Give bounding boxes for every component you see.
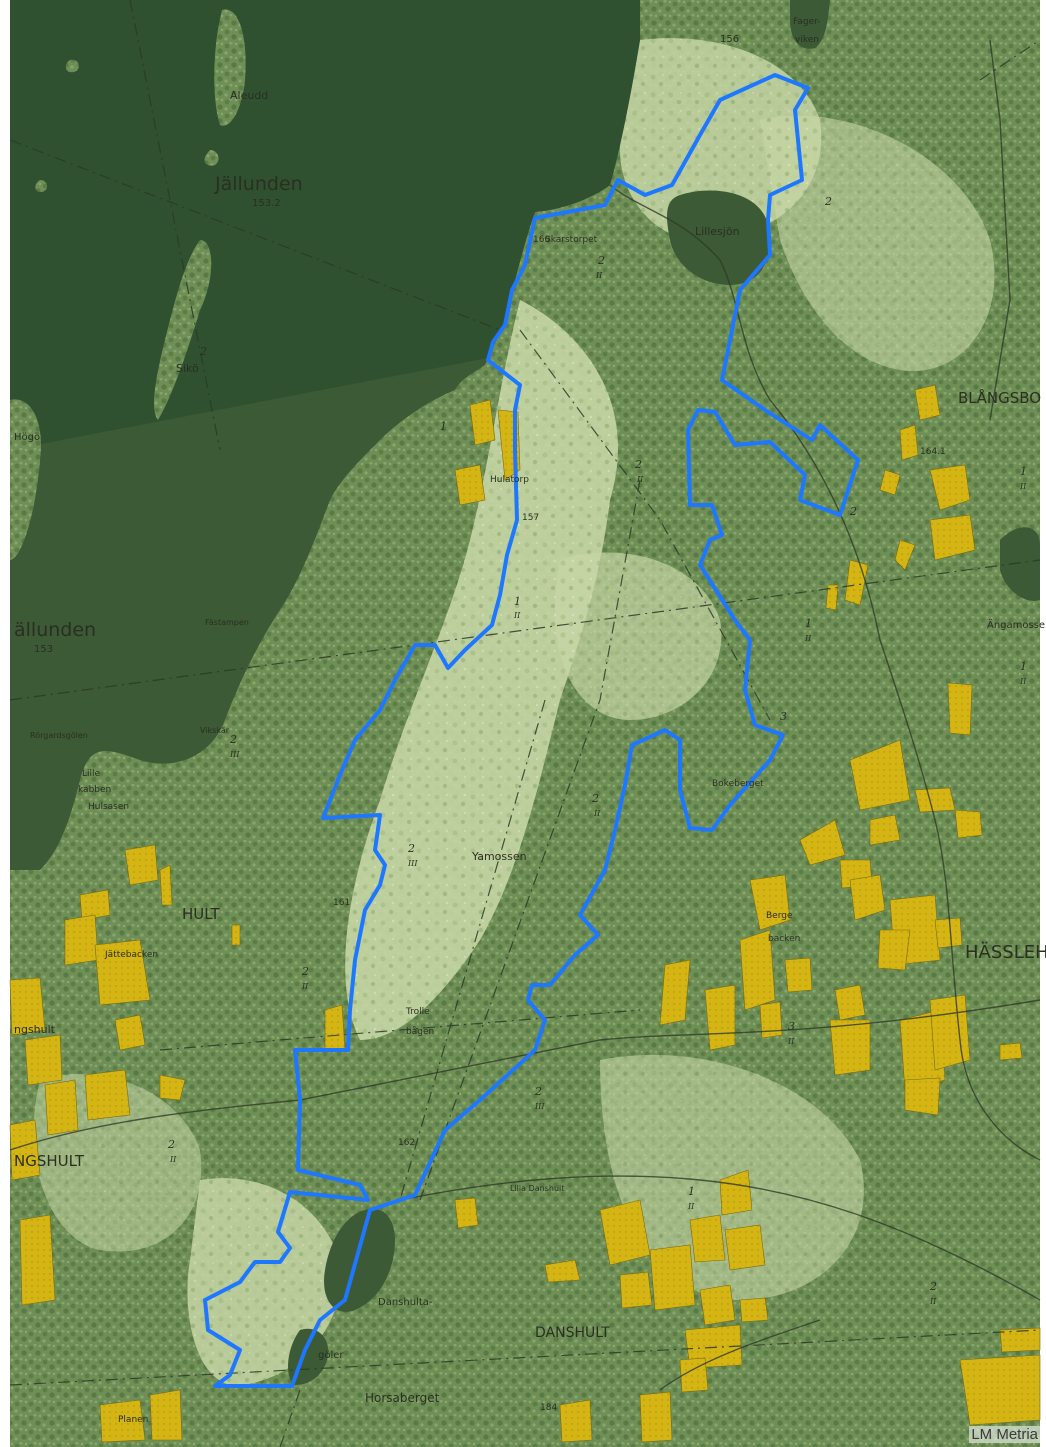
map-labels: Jällunden 153.2 ällunden 153 Aleudd Sikö… bbox=[14, 17, 1046, 1425]
label-lille-kabben-2: kabben bbox=[78, 785, 111, 795]
label-elev-161: 161 bbox=[333, 898, 350, 908]
label-fagerviken-2: viken bbox=[795, 35, 819, 45]
label-fastampen: Fästampen bbox=[205, 618, 249, 627]
class-mark-11: 1 bbox=[805, 617, 812, 630]
class-mark-14: 1 bbox=[688, 1185, 695, 1198]
class-mark-9b: II bbox=[169, 1155, 177, 1164]
label-skarstorpet: Skarstorpet bbox=[545, 235, 598, 245]
class-mark-15b: II bbox=[929, 1297, 937, 1306]
class-mark-12b: II bbox=[1019, 677, 1027, 686]
open-land-east bbox=[760, 115, 995, 372]
classification-marks: 2 II 2 II 1 II 2 III 2 III 2 II 2 III 2 … bbox=[167, 195, 1027, 1306]
class-mark-10b: II bbox=[1019, 482, 1027, 491]
label-horsaberget: Horsaberget bbox=[365, 1391, 440, 1405]
class-mark-8b: II bbox=[301, 982, 309, 991]
label-hulsasen: Hulsasen bbox=[88, 802, 129, 812]
label-berget: Berge bbox=[766, 911, 793, 921]
label-aleudd: Aleudd bbox=[230, 89, 268, 102]
label-trollebagen-1: Trolle bbox=[405, 1007, 430, 1017]
field-group bbox=[9, 384, 1041, 1443]
label-lilla-danshult: Lilla Danshult bbox=[510, 1184, 564, 1193]
label-hogo: Högö bbox=[14, 432, 40, 443]
class-mark-6b: II bbox=[593, 809, 601, 818]
class-mark-12: 1 bbox=[1020, 660, 1027, 673]
label-elev-157: 157 bbox=[522, 513, 539, 523]
label-elev-156: 156 bbox=[720, 34, 739, 45]
study-area-boundary[interactable] bbox=[203, 73, 860, 1388]
label-jattebacken: Jättebacken bbox=[104, 950, 158, 960]
label-danshulta: Danshulta- bbox=[378, 1297, 433, 1308]
label-elev-162: 162 bbox=[398, 1138, 415, 1148]
class-mark-2: 2 bbox=[634, 458, 642, 471]
class-mark-6: 2 bbox=[591, 792, 599, 805]
open-land-mid bbox=[554, 552, 722, 720]
class-mark-2b: II bbox=[636, 475, 644, 484]
open-land-yamossen bbox=[345, 300, 618, 1040]
roads bbox=[9, 39, 1041, 1391]
label-lake-jallunden-west-elev: 153 bbox=[34, 644, 53, 655]
label-elev-160: 160 bbox=[533, 235, 550, 245]
label-backen: backen bbox=[768, 934, 800, 944]
label-danshult: DANSHULT bbox=[535, 1325, 610, 1341]
label-lake-jallunden-elev: 153.2 bbox=[252, 198, 281, 209]
island-hogo bbox=[10, 399, 41, 560]
label-lake-jallunden: Jällunden bbox=[214, 173, 303, 195]
label-lille-kabben-1: Lille bbox=[82, 769, 101, 779]
label-yamossen: Yamossen bbox=[471, 850, 527, 863]
label-ngshult-upper: ngshult bbox=[14, 1023, 56, 1036]
class-mark-16: 1 bbox=[440, 420, 447, 433]
label-ngshult-lower: NGSHULT bbox=[14, 1152, 85, 1170]
class-mark-8: 2 bbox=[301, 965, 309, 978]
island-aleudd bbox=[214, 9, 246, 126]
class-mark-7b: III bbox=[534, 1102, 545, 1111]
class-mark-18: 2 bbox=[849, 505, 857, 518]
class-mark-4: 2 bbox=[229, 733, 237, 746]
class-mark-13: 3 bbox=[788, 1020, 795, 1033]
lake-east bbox=[1000, 527, 1040, 601]
label-hulatorp: Hulatorp bbox=[490, 475, 529, 485]
label-rorgardsgoln: Rörgardsgölen bbox=[30, 731, 88, 740]
class-mark-15: 2 bbox=[929, 1280, 937, 1293]
lake-lillesjon bbox=[667, 190, 770, 285]
label-vikskar: Vikskär bbox=[200, 726, 230, 735]
class-mark-14b: II bbox=[687, 1202, 695, 1211]
label-fagerviken-1: Fager- bbox=[793, 17, 821, 27]
label-hassleh: HÄSSLEH bbox=[965, 942, 1046, 963]
open-land-north bbox=[615, 38, 822, 242]
label-blangsbo: BLÅNGSBO bbox=[958, 388, 1041, 407]
label-elev-164: 164.1 bbox=[920, 447, 946, 457]
boundary-lines bbox=[9, 0, 1041, 1447]
label-planen: Planen bbox=[118, 1415, 148, 1425]
label-angamossen: Ängamosse bbox=[987, 618, 1045, 631]
class-mark-4b: III bbox=[229, 750, 240, 759]
label-lake-jallunden-west: ällunden bbox=[14, 619, 96, 641]
label-siko: Sikö bbox=[176, 362, 199, 375]
class-mark-3: 1 bbox=[514, 595, 521, 608]
label-lillesjon: Lillesjön bbox=[695, 225, 740, 238]
island-siko bbox=[154, 240, 212, 420]
class-mark-5: 2 bbox=[407, 842, 415, 855]
class-mark-7: 2 bbox=[534, 1085, 542, 1098]
class-mark-3b: II bbox=[513, 611, 521, 620]
class-mark-10: 1 bbox=[1020, 465, 1027, 478]
label-bokeberget: Bokeberget bbox=[712, 779, 764, 789]
map-credit: LM Metria bbox=[969, 1426, 1040, 1443]
class-mark-19: 3 bbox=[780, 710, 787, 723]
class-mark-1b: II bbox=[595, 271, 603, 280]
lake-danshult bbox=[324, 1208, 395, 1312]
label-hult: HULT bbox=[182, 905, 221, 923]
class-mark-9: 2 bbox=[167, 1138, 175, 1151]
class-mark-17: 2 bbox=[824, 195, 832, 208]
label-golen: göler bbox=[318, 1350, 344, 1361]
class-mark-13b: II bbox=[787, 1037, 795, 1046]
label-elev-184: 184 bbox=[540, 1403, 557, 1413]
class-mark-11b: II bbox=[804, 634, 812, 643]
class-mark-5b: III bbox=[407, 859, 418, 868]
label-trollebagen-2: bågen bbox=[406, 1026, 434, 1037]
lake-fagerviken bbox=[790, 0, 830, 49]
class-mark-1: 2 bbox=[597, 254, 605, 267]
class-mark-20: 2 bbox=[199, 345, 207, 358]
